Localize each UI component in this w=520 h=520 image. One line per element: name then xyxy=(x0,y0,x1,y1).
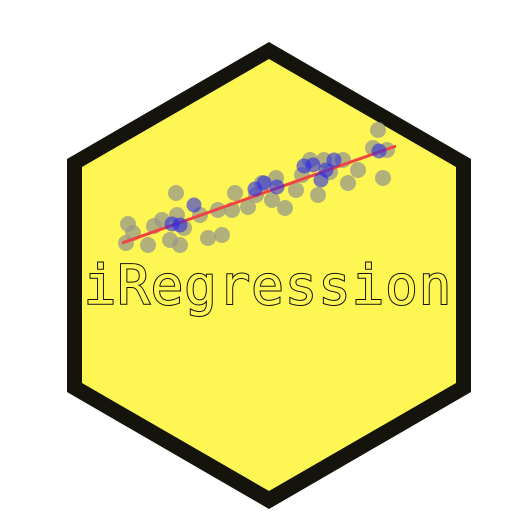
blue-point xyxy=(172,217,188,233)
blue-point xyxy=(305,157,321,173)
blue-points-group xyxy=(164,143,387,233)
gray-point xyxy=(277,200,293,216)
blue-point xyxy=(186,197,202,213)
gray-point xyxy=(200,230,216,246)
gray-points-group xyxy=(118,122,395,253)
gray-point xyxy=(370,122,386,138)
wordmark-text: iRegression xyxy=(84,254,453,317)
gray-point xyxy=(375,170,391,186)
blue-point xyxy=(326,152,342,168)
gray-point xyxy=(214,227,230,243)
blue-point xyxy=(269,179,285,195)
gray-point xyxy=(310,187,326,203)
gray-point xyxy=(288,182,304,198)
blue-point xyxy=(371,143,387,159)
gray-point xyxy=(240,199,256,215)
gray-point xyxy=(227,185,243,201)
gray-point xyxy=(264,192,280,208)
gray-point xyxy=(172,237,188,253)
blue-point xyxy=(256,175,272,191)
gray-point xyxy=(350,162,366,178)
gray-point xyxy=(340,175,356,191)
blue-point xyxy=(318,162,334,178)
gray-point xyxy=(140,237,156,253)
gray-point xyxy=(168,185,184,201)
